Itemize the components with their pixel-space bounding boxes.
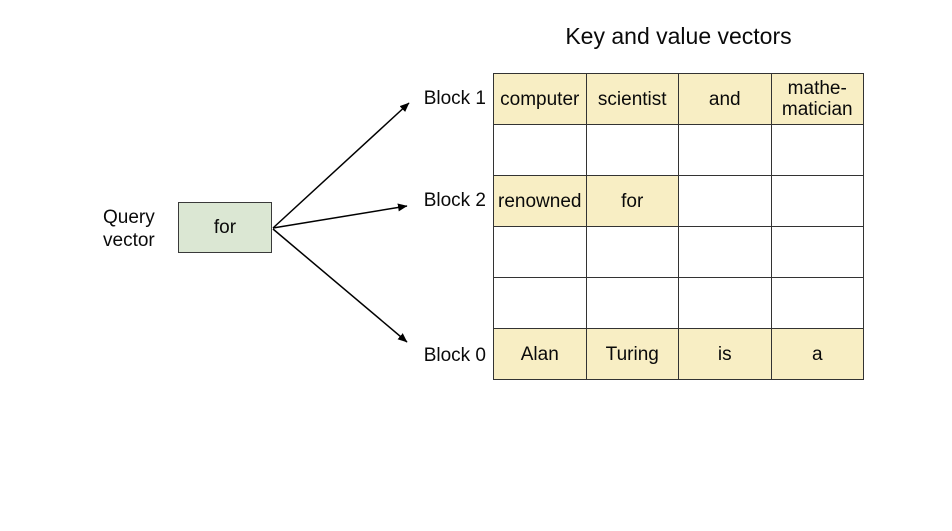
query-vector-value: for: [213, 216, 237, 238]
table-cell: scientist: [585, 73, 679, 125]
table-cell: [770, 277, 864, 329]
table-cell: [770, 175, 864, 227]
table-cell: [678, 124, 772, 176]
table-cell: [585, 124, 679, 176]
table-row: [493, 226, 864, 278]
table-row: [493, 277, 864, 329]
query-vector-box: for: [178, 202, 272, 253]
table-cell: Turing: [585, 328, 679, 380]
table-cell: [770, 226, 864, 278]
table-cell: [678, 175, 772, 227]
table-row: [493, 124, 864, 176]
table-cell: computer: [493, 73, 587, 125]
arrow-to-block-2: [272, 203, 408, 229]
table-cell: [585, 226, 679, 278]
table-cell: [493, 124, 587, 176]
table-cell: is: [678, 328, 772, 380]
table-cell: a: [770, 328, 864, 380]
table-cell: for: [585, 175, 679, 227]
block-label-2: Block 2: [423, 190, 486, 211]
table-cell: [493, 226, 587, 278]
table-cell: [770, 124, 864, 176]
table-cell: [678, 226, 772, 278]
block-label-0: Block 0: [423, 345, 486, 366]
table-cell: [678, 277, 772, 329]
table-cell: and: [678, 73, 772, 125]
diagram-title: Key and value vectors: [565, 23, 792, 49]
table-cell: mathe- matician: [770, 73, 864, 125]
table-cell: renowned: [493, 175, 587, 227]
table-cell: Alan: [493, 328, 587, 380]
block-label-1: Block 1: [423, 88, 486, 109]
query-vector-label: Query vector: [103, 207, 155, 251]
arrow-to-block-0: [272, 228, 408, 343]
table-cell: [493, 277, 587, 329]
table-cell: [585, 277, 679, 329]
arrow-to-block-1: [272, 102, 410, 229]
